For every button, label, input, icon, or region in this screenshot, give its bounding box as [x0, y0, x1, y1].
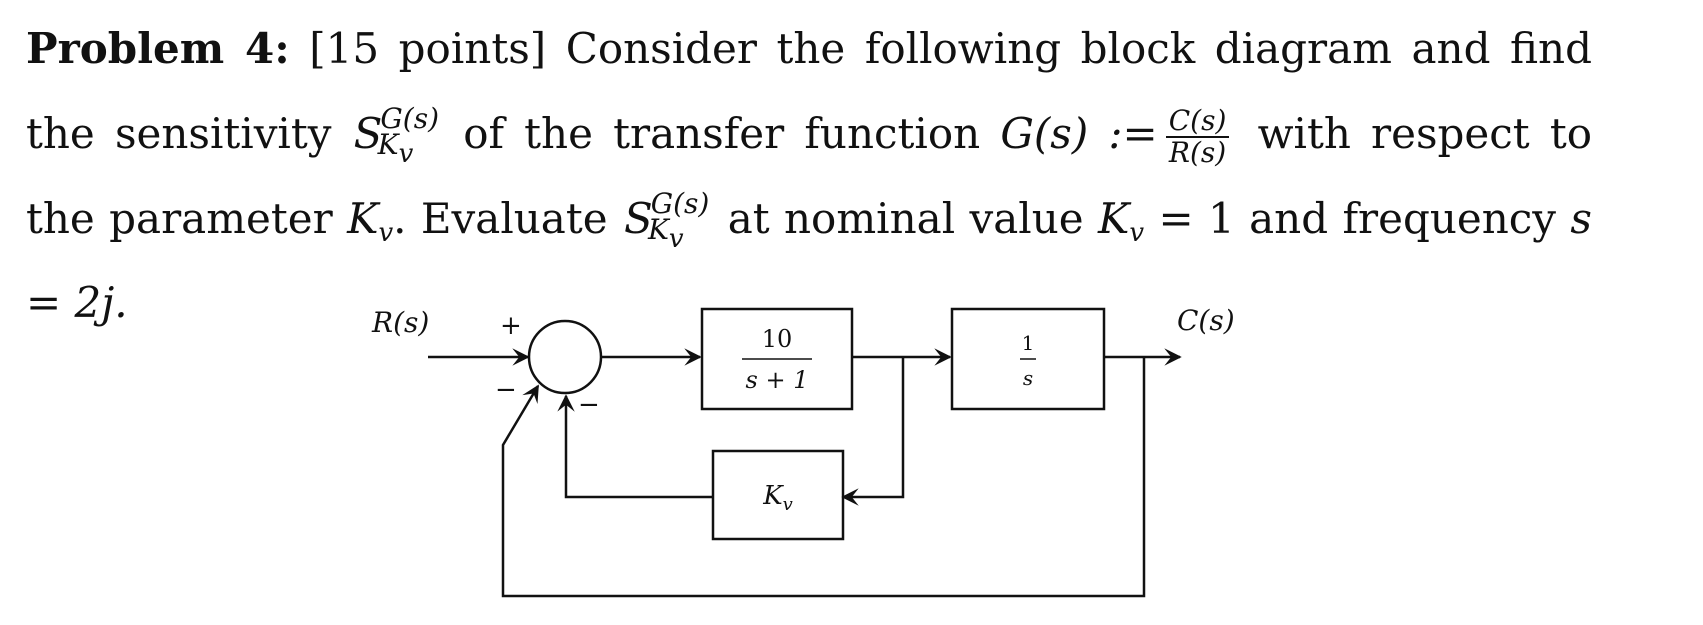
problem-text-4: . Evaluate	[393, 194, 608, 243]
problem-label: Problem 4:	[26, 24, 290, 73]
block-plant-first	[700, 307, 854, 411]
block2-denominator: s	[1023, 366, 1033, 390]
frequency-value: s = 2j.	[26, 194, 1592, 327]
inner-feedback-return	[557, 394, 713, 499]
minus-sign-outer: −	[495, 375, 517, 405]
problem-text-1: Consider the following block diagram and…	[26, 24, 1592, 158]
sensitivity-symbol-2: SG(s)Kv	[623, 187, 710, 254]
problem-text-3: with respect to the parameter	[26, 109, 1592, 243]
feedback-gain-label: Kv	[762, 481, 793, 515]
problem-text-5: at nominal value	[727, 194, 1084, 243]
inner-feedback-pickoff	[841, 357, 905, 506]
minus-sign-inner: −	[578, 390, 600, 420]
sensitivity-symbol: SG(s)Kv	[353, 102, 440, 169]
problem-text-2: of the transfer function	[463, 109, 981, 158]
transfer-fraction: C(s)R(s)	[1165, 106, 1230, 168]
block-integrator	[950, 307, 1106, 411]
g-definition: G(s) :=	[1000, 109, 1158, 158]
problem-points: [15 points]	[309, 24, 547, 73]
problem-text-6: = 1 and frequency	[1158, 194, 1557, 243]
kv-symbol-2: Kv	[1097, 194, 1145, 248]
output-label: C(s)	[1177, 304, 1235, 337]
plus-sign: +	[500, 311, 522, 341]
problem-statement: Problem 4: [15 points] Consider the foll…	[26, 14, 1592, 338]
input-label: R(s)	[371, 306, 429, 339]
block1-numerator: 10	[762, 325, 793, 353]
kv-symbol: Kv	[347, 194, 394, 248]
summing-junction	[527, 319, 603, 395]
block2-numerator: 1	[1022, 331, 1035, 355]
block1-denominator: s + 1	[746, 366, 809, 394]
block-feedback-kv	[711, 449, 845, 541]
outer-feedback-loop	[501, 357, 1146, 598]
